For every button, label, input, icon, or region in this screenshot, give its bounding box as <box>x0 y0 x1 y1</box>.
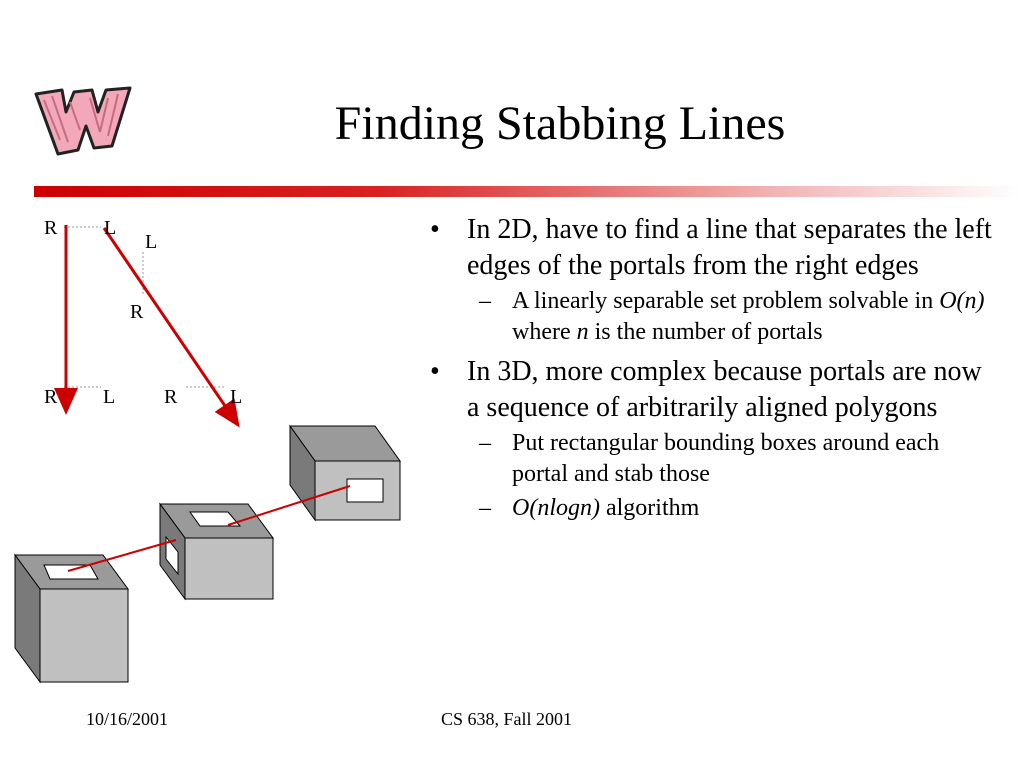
bullet-text: In 2D, have to find a line that separate… <box>467 214 992 281</box>
label-middle-left-edge: L <box>145 231 157 253</box>
sub-bullet-italic-text: O(n) <box>939 288 985 314</box>
bullet-item: • In 3D, more complex because portals are… <box>430 354 1000 426</box>
label-bottom1-right-edge: R <box>44 386 58 408</box>
sub-bullet-text: is the number of portals <box>588 319 823 345</box>
bullet-item: • In 2D, have to find a line that separat… <box>430 212 1000 284</box>
label-middle-right-edge: R <box>130 301 144 323</box>
box-portal-1 <box>14 553 129 684</box>
logo-w-shape <box>34 86 132 156</box>
sub-bullet-item: –A linearly separable set problem solvab… <box>430 286 1000 348</box>
stabbing-line-3d-upper <box>227 485 351 526</box>
sub-bullet-italic-text: O(nlogn) <box>512 495 600 521</box>
label-top-right-edge: R <box>44 217 58 239</box>
sub-bullet-text: algorithm <box>599 495 700 521</box>
box-2-top-opening <box>189 511 242 527</box>
sub-bullet-marker: – <box>479 288 491 314</box>
label-bottom2-right-edge: R <box>164 386 178 408</box>
bullet-marker: • <box>430 214 440 245</box>
stabbing-line-3d-lower <box>67 539 177 572</box>
slide-body: • In 2D, have to find a line that separat… <box>430 212 1000 530</box>
box-portal-3 <box>289 424 401 522</box>
logo-w-hatching <box>43 93 119 143</box>
sub-bullet-text: A linearly separable set problem solvabl… <box>512 288 940 314</box>
sub-bullet-italic-text: n <box>576 319 589 345</box>
label-top-left-edge: L <box>104 217 116 239</box>
box-3-portal-opening <box>346 478 384 503</box>
label-bottom1-left-edge: L <box>103 386 115 408</box>
footer-date: 10/16/2001 <box>86 709 169 729</box>
box-2-front <box>184 537 274 600</box>
box-2-side-opening <box>165 535 179 576</box>
box-1-portal-opening <box>43 564 99 580</box>
bullet-text: In 3D, more complex because portals are … <box>467 356 982 423</box>
sub-bullet-marker: – <box>479 430 491 456</box>
label-bottom2-left-edge: L <box>230 386 242 408</box>
title-divider-rule <box>34 186 1020 197</box>
sub-bullet-text: Put rectangular bounding boxes around ea… <box>512 430 940 487</box>
stabbing-lines-diagram: R L L R R L R L <box>14 217 401 684</box>
sub-bullet-item: –Put rectangular bounding boxes around e… <box>430 428 1000 490</box>
wisconsin-w-logo <box>34 86 132 156</box>
portals-2d <box>64 226 226 388</box>
bullet-marker: • <box>430 356 440 387</box>
sub-bullet-marker: – <box>479 495 491 521</box>
footer-course: CS 638, Fall 2001 <box>441 709 573 729</box>
box-1-front <box>39 588 129 683</box>
box-portal-2 <box>159 502 274 601</box>
sub-bullet-item: –O(nlogn) algorithm <box>430 493 1000 524</box>
sub-bullet-text: where <box>512 319 577 345</box>
stabbing-arrow-diagonal <box>102 227 240 428</box>
slide-title: Finding Stabbing Lines <box>334 97 786 150</box>
